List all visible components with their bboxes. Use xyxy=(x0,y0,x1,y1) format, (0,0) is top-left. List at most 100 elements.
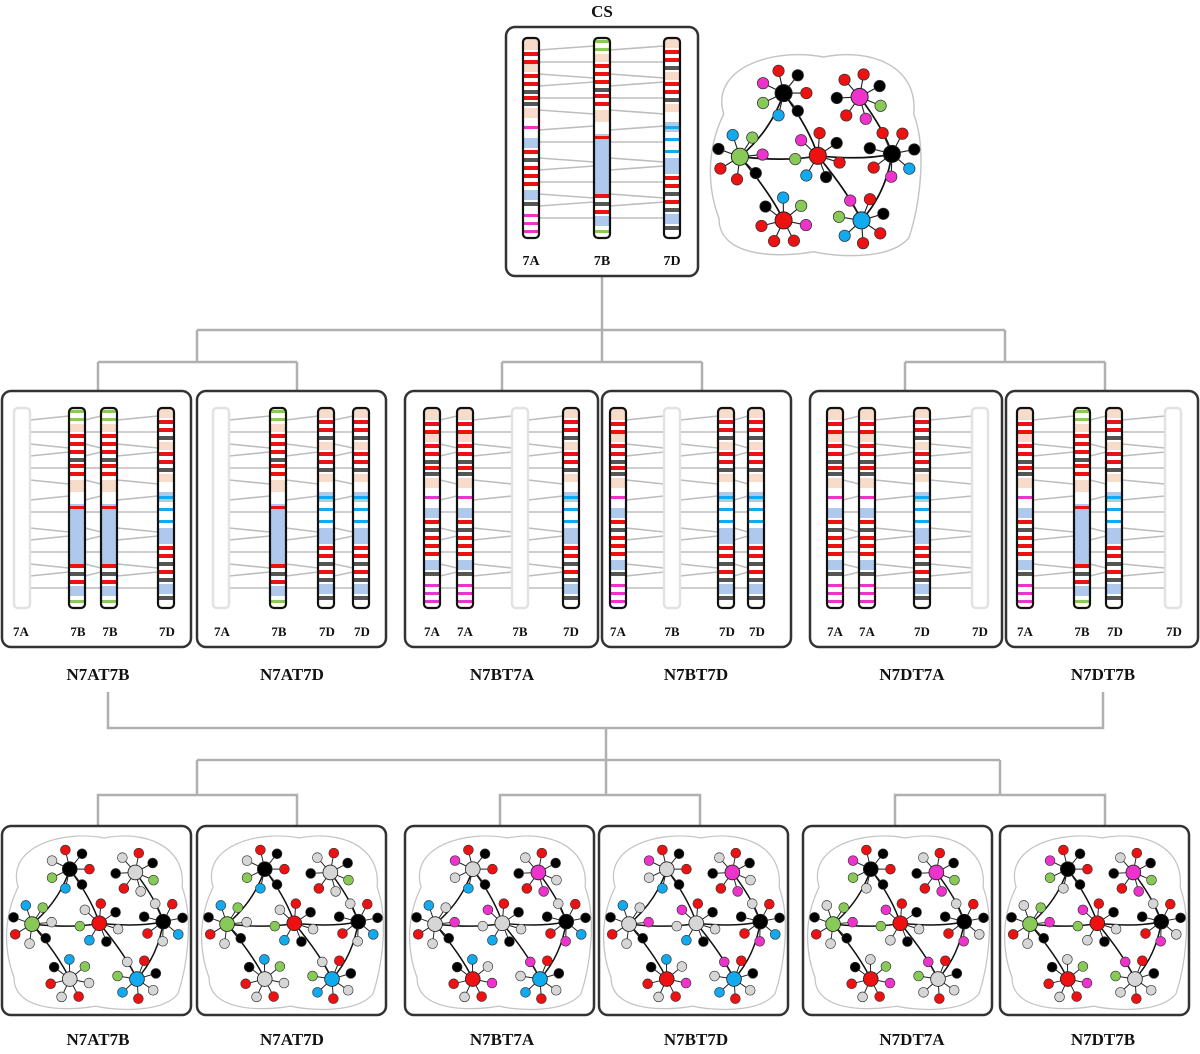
network-leaf-node xyxy=(272,880,282,890)
network-leaf-node xyxy=(60,883,70,893)
chromosome-band xyxy=(860,444,874,448)
chromosome-band xyxy=(1018,520,1032,524)
network-leaf-node xyxy=(677,905,687,915)
chromosome-band xyxy=(611,408,625,420)
chromosome-band xyxy=(458,472,472,476)
chromosome-band xyxy=(319,408,333,418)
network-leaf-node xyxy=(1165,899,1175,909)
chromosome-band xyxy=(860,434,874,442)
network-leaf-node xyxy=(940,912,950,922)
chromosome-band xyxy=(70,520,84,564)
chromosome-band xyxy=(828,544,842,548)
network-leaf-node xyxy=(792,70,803,81)
chromosome-band xyxy=(564,468,578,472)
chromosome-band xyxy=(1075,442,1089,446)
network-leaf-node xyxy=(839,74,850,85)
chromosome-band xyxy=(354,562,368,566)
network-leaf-node xyxy=(750,167,761,178)
network-leaf-node xyxy=(693,899,703,909)
network-leaf-node xyxy=(487,978,497,988)
network-leaf-node xyxy=(270,921,280,931)
chromosome-band xyxy=(1107,420,1121,424)
network-leaf-node xyxy=(757,149,768,160)
network-leaf-node xyxy=(858,69,869,80)
network-leaf-node xyxy=(1109,868,1119,878)
chromosome-band xyxy=(102,464,116,468)
network-leaf-node xyxy=(644,873,654,883)
network-leaf-node xyxy=(85,864,95,874)
chromosome-band xyxy=(915,452,929,456)
chromosome-band xyxy=(611,544,625,548)
chromosome-band xyxy=(271,464,285,468)
chromosome-band xyxy=(860,408,874,420)
chromosome-band xyxy=(1075,418,1089,421)
chromosome-d xyxy=(748,408,764,608)
network-leaf-node xyxy=(715,163,726,174)
panel-chrom-label: 7D xyxy=(749,624,765,639)
chromosome-band xyxy=(425,434,439,442)
chromosome-band xyxy=(271,586,285,596)
network-leaf-node xyxy=(606,912,616,922)
chromosome-band xyxy=(271,418,285,421)
panel-n7bt7a: 7A 7A 7B 7D N7BT7A xyxy=(405,391,598,684)
network-leaf-node xyxy=(328,994,338,1004)
chromosome-band xyxy=(719,408,733,418)
network-hub-node xyxy=(883,145,900,162)
chromosome-band xyxy=(719,546,733,550)
network-hub-node xyxy=(931,972,946,987)
chromosome-band xyxy=(1075,434,1089,438)
network-leaf-node xyxy=(1045,873,1055,883)
chromosome-band xyxy=(524,158,538,162)
network-hub-node xyxy=(622,917,637,932)
network-leaf-node xyxy=(834,157,845,168)
network-leaf-node xyxy=(715,987,725,997)
network-leaf-node xyxy=(252,992,262,1002)
chromosome-band xyxy=(665,82,679,86)
network-leaf-node xyxy=(708,868,718,878)
network-hub-node xyxy=(495,916,510,931)
chromosome-band xyxy=(915,578,929,582)
network-leaf-node xyxy=(1134,886,1144,896)
network-leaf-node xyxy=(1047,962,1057,972)
aneuploid-chromosome-row: 7A 7B 7B 7D N7AT7B 7A 7B 7D 7D N7AT7D 7A… xyxy=(2,391,1198,684)
network-leaf-node xyxy=(1082,935,1092,945)
chromosome-band xyxy=(524,222,538,225)
chromosome-band xyxy=(102,472,116,476)
cs-network xyxy=(710,55,921,256)
network-leaf-node xyxy=(952,968,962,978)
chromosome-band xyxy=(102,586,116,596)
network-leaf-node xyxy=(477,992,487,1002)
chromosome-band xyxy=(828,528,842,532)
chromosome-band xyxy=(425,472,439,476)
network-leaf-node xyxy=(551,858,561,868)
chromosome-band xyxy=(665,226,679,230)
panel-chrom-label: 7A xyxy=(457,624,474,639)
chromosome-band xyxy=(1018,478,1032,488)
network-panel-n7at7b: N7AT7B xyxy=(2,826,191,1049)
network-leaf-node xyxy=(902,937,912,947)
network-leaf-node xyxy=(635,903,645,913)
chromosome-band xyxy=(159,442,173,450)
chromosome-band xyxy=(665,150,679,153)
chromosome-band xyxy=(719,596,733,600)
network-hub-node xyxy=(753,914,768,929)
network-leaf-node xyxy=(842,933,852,943)
network-leaf-node xyxy=(730,994,740,1004)
chromosome-band xyxy=(749,562,763,566)
network-leaf-node xyxy=(478,921,488,931)
chromosome-band xyxy=(425,460,439,464)
network-leaf-node xyxy=(736,912,746,922)
chromosome-band xyxy=(1107,554,1121,558)
chromosome-band xyxy=(354,584,368,594)
network-leaf-node xyxy=(344,875,354,885)
network-name: N7AT7B xyxy=(67,1030,130,1049)
network-edge xyxy=(818,154,892,158)
chromosome-band xyxy=(828,472,842,476)
chromosome-band xyxy=(524,96,538,100)
chromosome-band xyxy=(319,520,333,523)
chromosome-band xyxy=(828,422,842,426)
chromosome-band xyxy=(102,480,116,492)
chromosome-band xyxy=(425,452,439,456)
network-leaf-node xyxy=(1146,858,1156,868)
